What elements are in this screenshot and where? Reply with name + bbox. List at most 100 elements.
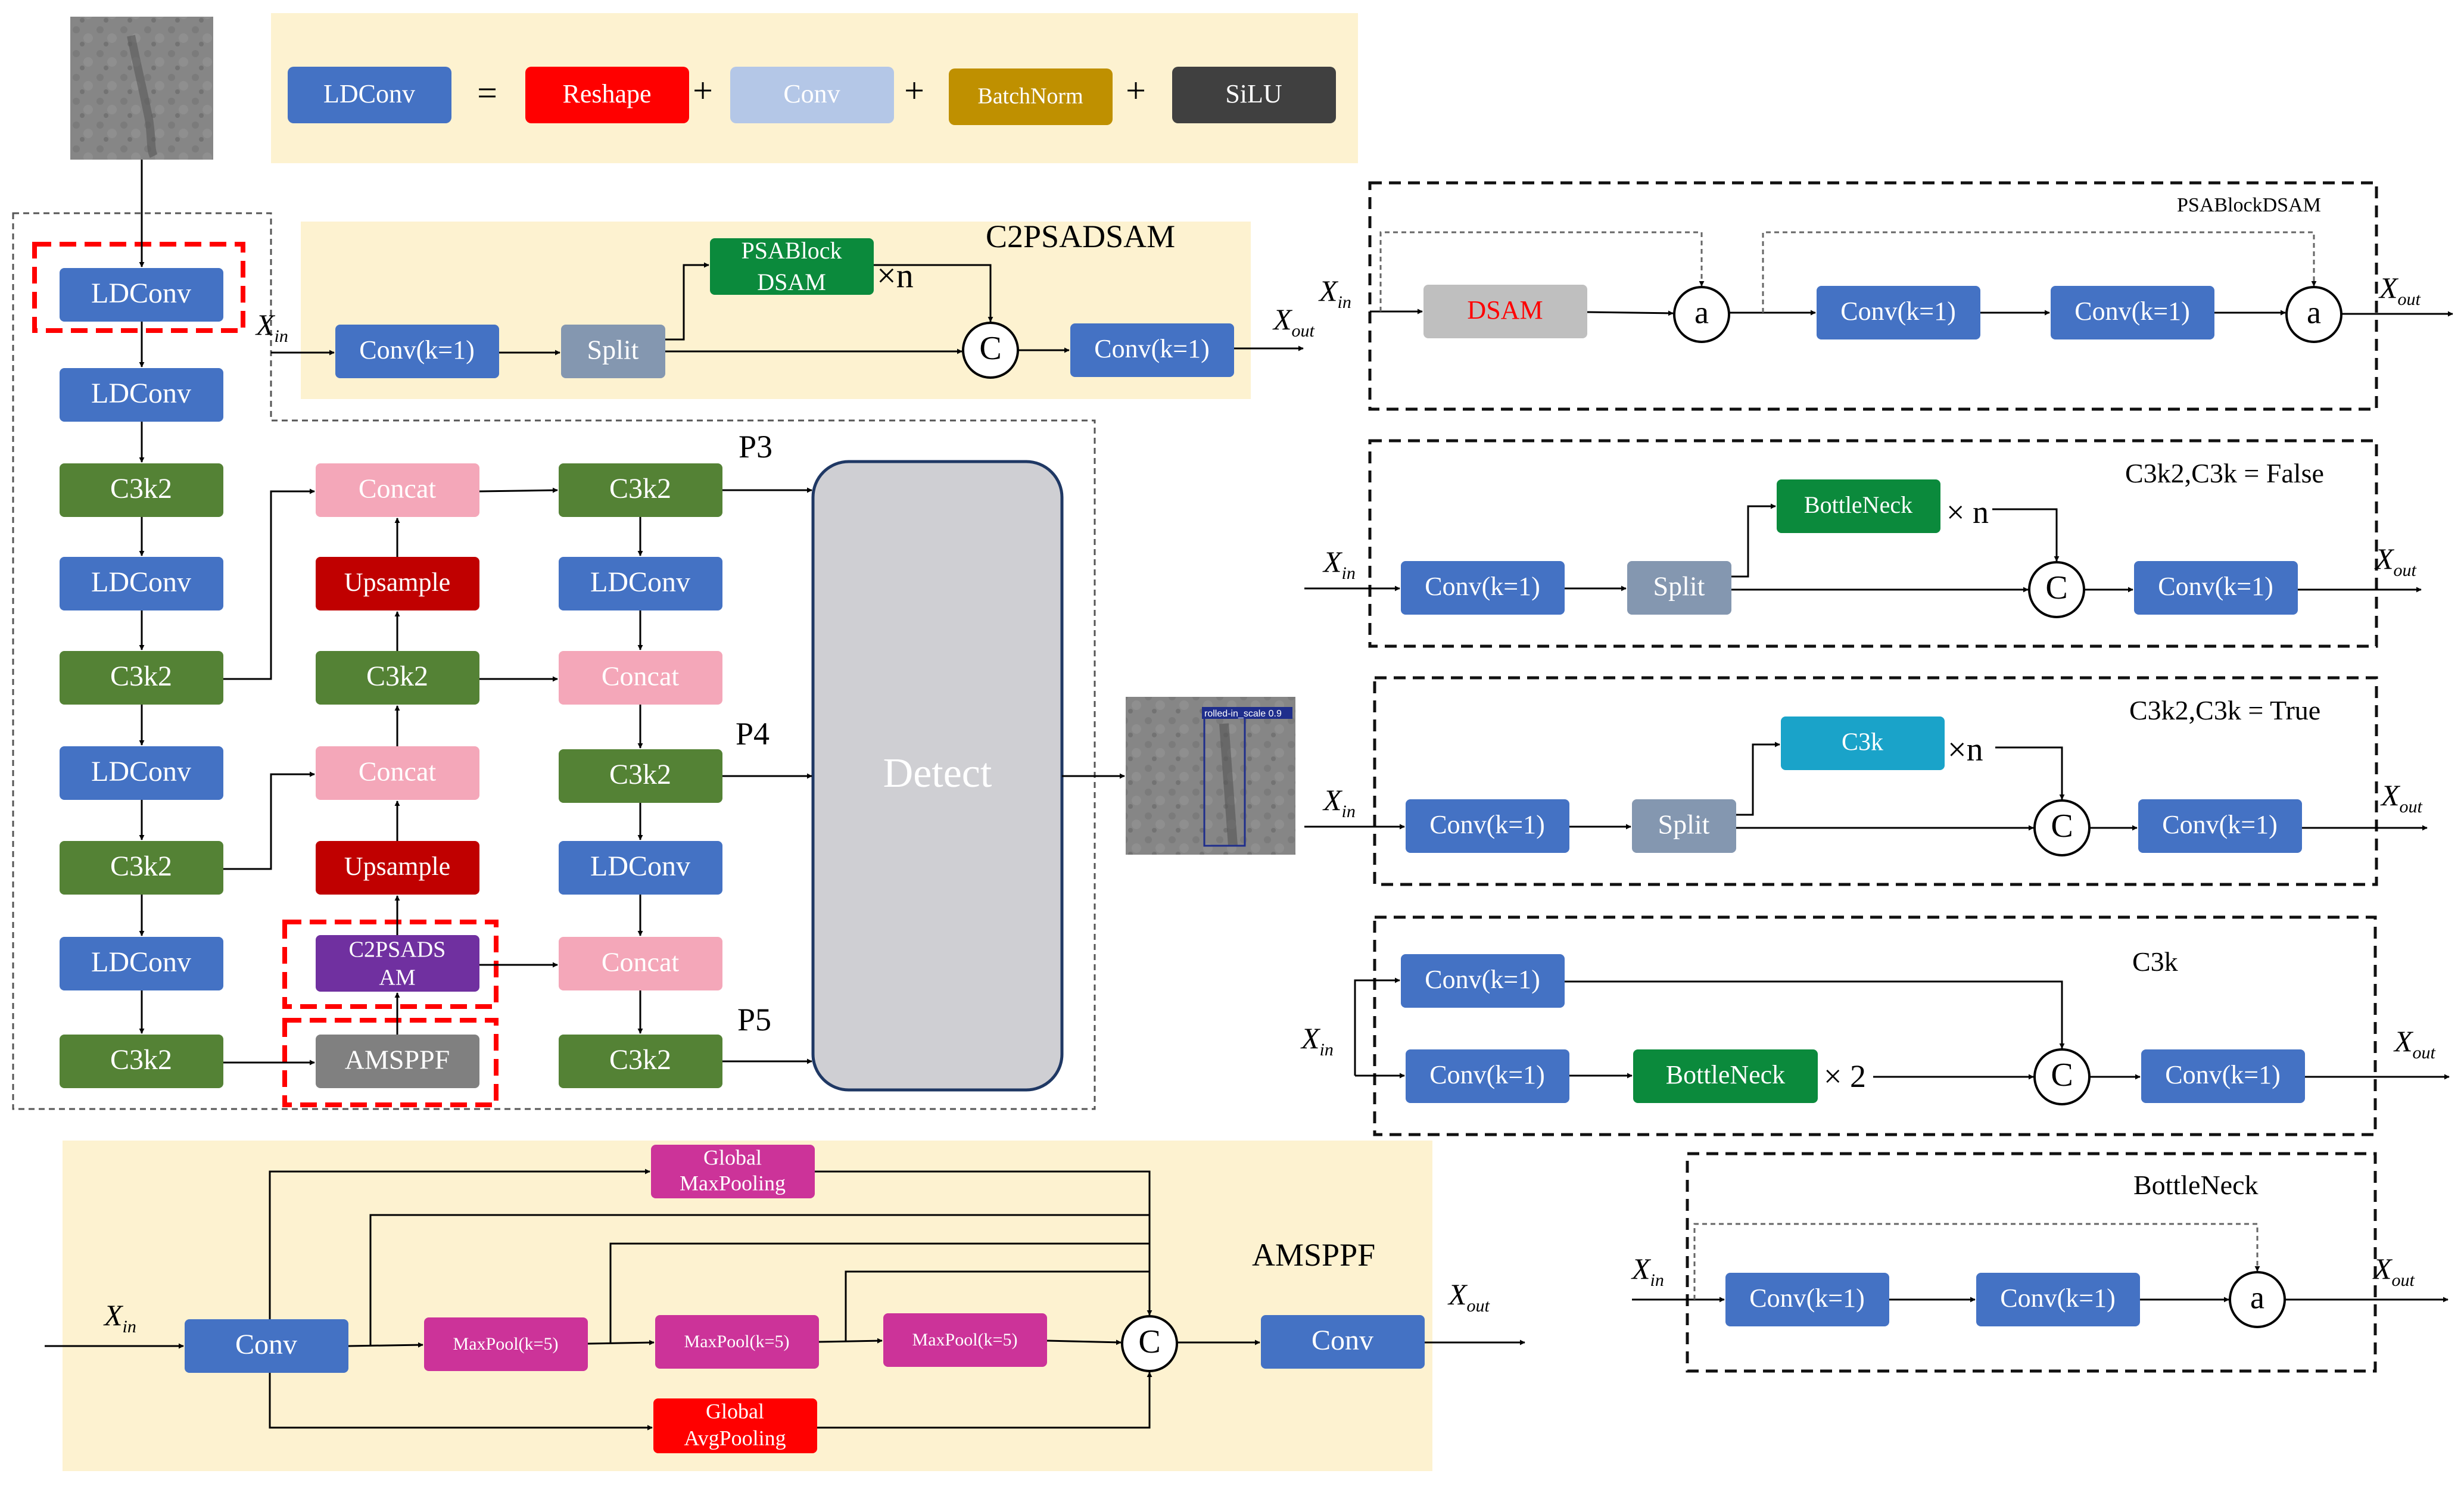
psablockdsam-arrows [1370,309,2453,317]
c3k-xout: Xout [2393,1024,2436,1063]
svg-text:Conv(k=1): Conv(k=1) [2000,1283,2115,1313]
c3k2-false-bottleneck: BottleNeck [1777,479,1940,533]
c3k-bottleneck: BottleNeck [1633,1049,1818,1103]
svg-text:MaxPooling: MaxPooling [680,1171,786,1195]
svg-text:Conv(k=1): Conv(k=1) [1094,334,1209,363]
legend-plus-1: + [693,71,713,110]
svg-text:C: C [2051,808,2073,845]
svg-text:C: C [2045,569,2067,606]
c3k2-true-region [1373,676,2378,886]
svg-text:C3k2: C3k2 [110,661,172,692]
neck-concat-4: Concat [559,937,722,990]
c3k2-false-conv2: Conv(k=1) [2134,561,2298,615]
c2psadsam-arrows [271,262,1304,356]
amsppf-xout: Xout [1447,1278,1490,1316]
psablockdsam-conv1: Conv(k=1) [1817,286,1980,339]
svg-text:Conv(k=1): Conv(k=1) [1429,1060,1544,1089]
svg-text:a: a [2250,1279,2264,1315]
c2psadsam-conv2: Conv(k=1) [1070,323,1234,377]
svg-text:BottleNeck: BottleNeck [1666,1060,1785,1089]
amsppf-conv-in: Conv [185,1319,348,1373]
svg-text:BatchNorm: BatchNorm [977,84,1083,109]
bottleneck-conv1: Conv(k=1) [1725,1273,1889,1326]
svg-text:C2PSADS: C2PSADS [349,937,446,962]
c3k2-true-concat-node: C [2033,799,2091,856]
backbone-c3k2-3: C3k2 [60,841,223,895]
amsppf-conv-out: Conv [1261,1315,1425,1369]
svg-text:LDConv: LDConv [590,566,690,598]
output-image: rolled-in_scale 0.9 [1126,697,1295,855]
c3k2-true-times: ×n [1948,731,1983,768]
svg-text:DSAM: DSAM [757,269,826,295]
amsppf-maxpool-2: MaxPool(k=5) [655,1315,819,1369]
c2psadsam-concat-node: C [962,322,1019,379]
svg-text:LDConv: LDConv [91,566,191,598]
bottleneck-title: BottleNeck [2133,1170,2259,1200]
neck-concat-3: Concat [559,651,722,705]
bottleneck-xout: Xout [2372,1252,2415,1290]
neck-concat-1: Concat [316,463,479,517]
amsppf-block: AMSPPF [316,1035,479,1088]
svg-text:Conv(k=1): Conv(k=1) [1749,1283,1864,1313]
c3k-conv-out: Conv(k=1) [2141,1049,2305,1103]
backbone-ldconv-2: LDConv [60,368,223,422]
svg-text:BottleNeck: BottleNeck [1804,491,1912,518]
amsppf-concat-node: C [1121,1315,1178,1372]
amsppf-title: AMSPPF [1252,1237,1375,1273]
svg-text:Split: Split [587,335,639,365]
svg-text:Upsample: Upsample [344,852,450,881]
svg-text:DSAM: DSAM [1467,295,1543,325]
c3k-xin: Xin [1300,1021,1334,1060]
detection-label-bg [1202,707,1292,719]
svg-text:Conv(k=1): Conv(k=1) [1840,297,1955,326]
svg-text:C3k2: C3k2 [110,1044,172,1076]
neck-ldconv-2: LDConv [559,841,722,895]
backbone-ldconv-3: LDConv [60,557,223,610]
label-p3: P3 [739,429,772,465]
c3k2-true-xin: Xin [1322,783,1356,821]
input-image [70,17,213,160]
c2psadsam-xout: Xout [1272,303,1315,341]
bottleneck-region [1686,1152,2377,1373]
neck-c3k2-p4: C3k2 [559,749,722,803]
legend-reshape: Reshape [525,67,689,123]
svg-text:Global: Global [706,1399,764,1423]
c3k2-false-conv1: Conv(k=1) [1401,561,1565,615]
svg-text:C3k2: C3k2 [609,1044,671,1076]
svg-text:Upsample: Upsample [344,568,450,597]
svg-text:SiLU: SiLU [1225,79,1282,108]
svg-text:Global: Global [703,1145,762,1169]
backbone-c3k2-1: C3k2 [60,463,223,517]
label-p4: P4 [736,716,770,752]
neck-c3k2-p5: C3k2 [559,1035,722,1088]
svg-text:Concat: Concat [359,756,437,787]
svg-text:C: C [2051,1057,2073,1094]
neck-arrows [223,487,1125,1066]
svg-text:Concat: Concat [602,661,680,691]
c3k2-false-xin: Xin [1322,545,1356,583]
c2psadsam-times-n: ×n [877,256,914,295]
neck-c3k2-1: C3k2 [316,651,479,705]
svg-text:a: a [2307,294,2321,330]
amsppf-maxpool-1: MaxPool(k=5) [424,1317,588,1371]
psablockdsam-title: PSABlockDSAM [2177,194,2321,216]
psablockdsam-region [1368,181,2378,411]
bottleneck-add-node: a [2229,1271,2286,1328]
c3k2-true-split: Split [1632,799,1736,853]
detection-label: rolled-in_scale 0.9 [1204,709,1282,719]
psablockdsam-add-1: a [1673,286,1730,343]
c3k2-false-arrows [1304,503,2422,593]
svg-text:LDConv: LDConv [91,378,191,409]
c2psadsam-block: C2PSADS AM [316,935,479,992]
c3k2-false-region [1368,439,2378,648]
amsppf-gmp: Global MaxPooling [651,1145,815,1198]
svg-text:C3k2: C3k2 [366,661,428,692]
backbone-ldconv-1: LDConv [60,268,223,322]
c3k2-true-c3k: C3k [1781,716,1945,770]
backbone-ldconv-5: LDConv [60,937,223,990]
c3k-times: × 2 [1824,1058,1866,1094]
svg-text:Conv(k=1): Conv(k=1) [2158,572,2273,601]
bottleneck-skip [1693,1223,2260,1300]
c3k2-false-split: Split [1627,561,1731,615]
